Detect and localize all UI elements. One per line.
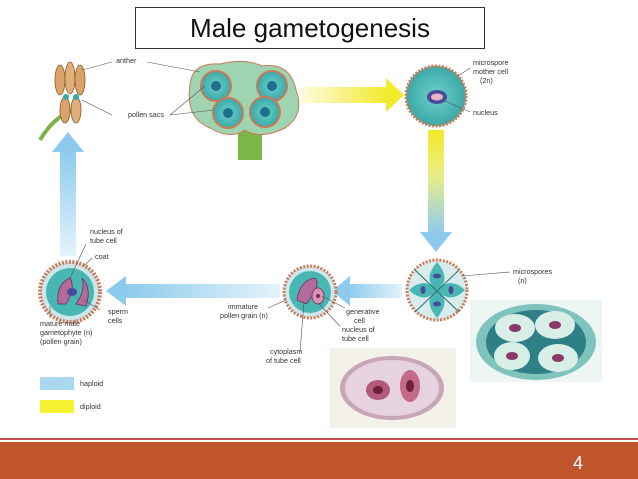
label-microspores: microspores: [513, 267, 553, 276]
immature-pollen-grain: [282, 264, 338, 320]
label-coat: coat: [95, 252, 109, 261]
leader-mature: [49, 243, 101, 318]
footer-divider: [0, 438, 638, 440]
arrow-anther-to-mother-cell: [300, 78, 404, 112]
label-mature-male: mature male: [40, 319, 80, 328]
label-tube-cell: tube cell: [342, 334, 369, 343]
microspore-tetrad-micrograph: [470, 300, 602, 382]
anther-cross-section: [188, 60, 300, 160]
label-pollen-sacs: pollen sacs: [128, 110, 164, 119]
mature-pollen-grain: [38, 260, 102, 324]
slide-title: Male gametogenesis: [135, 7, 485, 49]
legend-swatch-diploid: [40, 400, 74, 413]
arrow-microspores-to-immature: [332, 276, 402, 306]
label-sperm-cells: cells: [108, 316, 123, 325]
label-mother-cell: mother cell: [473, 67, 509, 76]
label-nucleus: nucleus: [473, 108, 498, 117]
legend: haploid diploid: [40, 377, 103, 413]
label-generative: generative: [346, 307, 380, 316]
label-gametophyte: gametophyte (n): [40, 328, 92, 337]
leader-mother-cell: [444, 67, 471, 113]
label-pollen-grain: (pollen grain): [40, 337, 82, 346]
legend-label-haploid: haploid: [80, 379, 103, 388]
leader-immature: [267, 295, 346, 353]
arrow-mother-cell-to-microspores: [420, 130, 452, 252]
label-2n: (2n): [480, 76, 493, 85]
label-immature: immature: [228, 302, 258, 311]
label-nucleus-of: nucleus of: [342, 325, 375, 334]
label-tube-cell-2: tube cell: [90, 236, 117, 245]
footer-bar: [0, 442, 638, 479]
arrow-mature-to-anther: [52, 132, 84, 256]
microspore-mother-cell: [404, 64, 468, 128]
label-generative-cell: cell: [354, 316, 365, 325]
leader-microspores: [461, 271, 511, 277]
pollen-grain-micrograph: [330, 348, 456, 428]
legend-swatch-haploid: [40, 377, 74, 390]
stamen-illustration: [38, 61, 86, 142]
label-microspore: microspore: [473, 58, 509, 67]
microspore-tetrad: [405, 258, 469, 322]
label-nucleus-of-tube: nucleus of: [90, 227, 123, 236]
legend-label-diploid: diploid: [80, 402, 101, 411]
page-number: 4: [572, 453, 583, 473]
label-cytoplasm: cytoplasm: [270, 347, 302, 356]
label-of-tube-cell: of tube cell: [266, 356, 301, 365]
label-anther: anther: [116, 56, 137, 65]
label-sperm: sperm: [108, 307, 128, 316]
leader-lines-anther: [81, 61, 215, 116]
label-microspores-n: (n): [518, 276, 527, 285]
arrow-immature-to-mature: [106, 276, 280, 306]
label-immature-pollen-grain: pollen grain (n): [220, 311, 268, 320]
